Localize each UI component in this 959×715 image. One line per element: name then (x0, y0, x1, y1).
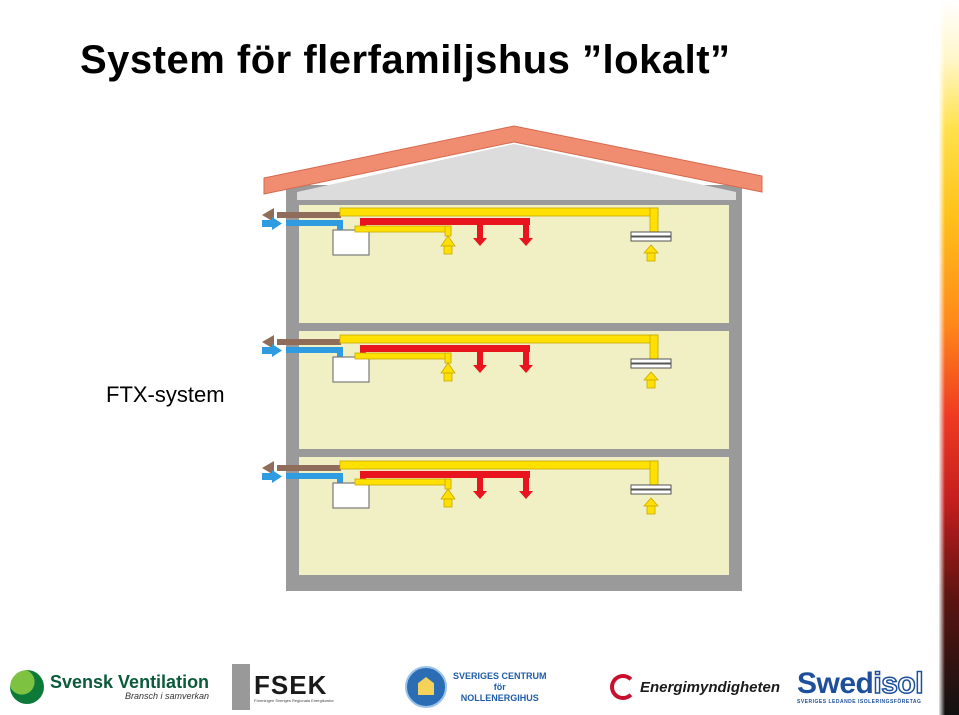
fsek-name: FSEK (254, 669, 328, 700)
svensk-ventilation-swirl-icon (10, 670, 44, 704)
energimyndigheten-logo: Energimyndigheten (610, 662, 780, 712)
sveriges-centrum-line2: för (493, 681, 506, 692)
fsek-tagline: Föreningen Sveriges Regionala Energikont… (254, 697, 334, 703)
decorative-gradient-bar (939, 0, 959, 715)
roof (263, 125, 763, 195)
svensk-ventilation-logo: Svensk Ventilation Bransch i samverkan (10, 662, 209, 712)
sweden-map-icon (232, 664, 250, 710)
swedisol-logo: Swedisol SVERIGES LEDANDE ISOLERINGSFÖRE… (797, 662, 932, 712)
energimyndigheten-symbol-icon (610, 674, 636, 700)
sveriges-centrum-line1: SVERIGES CENTRUM (453, 670, 547, 681)
fsek-logo: FSEK Föreningen Sveriges Regionala Energ… (232, 662, 334, 712)
swedisol-tagline: SVERIGES LEDANDE ISOLERINGSFÖRETAG (797, 699, 922, 705)
swedisol-name: Swedisol (797, 667, 924, 700)
slide-title: System för flerfamiljshus ”lokalt” (80, 38, 731, 82)
svensk-ventilation-tagline: Bransch i samverkan (125, 691, 210, 701)
sveriges-centrum-logo: SVERIGES CENTRUM för NOLLENERGIHUS (405, 662, 547, 712)
energimyndigheten-name: Energimyndigheten (640, 678, 781, 696)
svensk-ventilation-name: Svensk Ventilation (50, 672, 210, 692)
ftx-system-label: FTX-system (106, 382, 225, 407)
house-emblem-icon (405, 666, 447, 708)
sveriges-centrum-line3: NOLLENERGIHUS (460, 692, 539, 703)
attic (297, 144, 736, 200)
